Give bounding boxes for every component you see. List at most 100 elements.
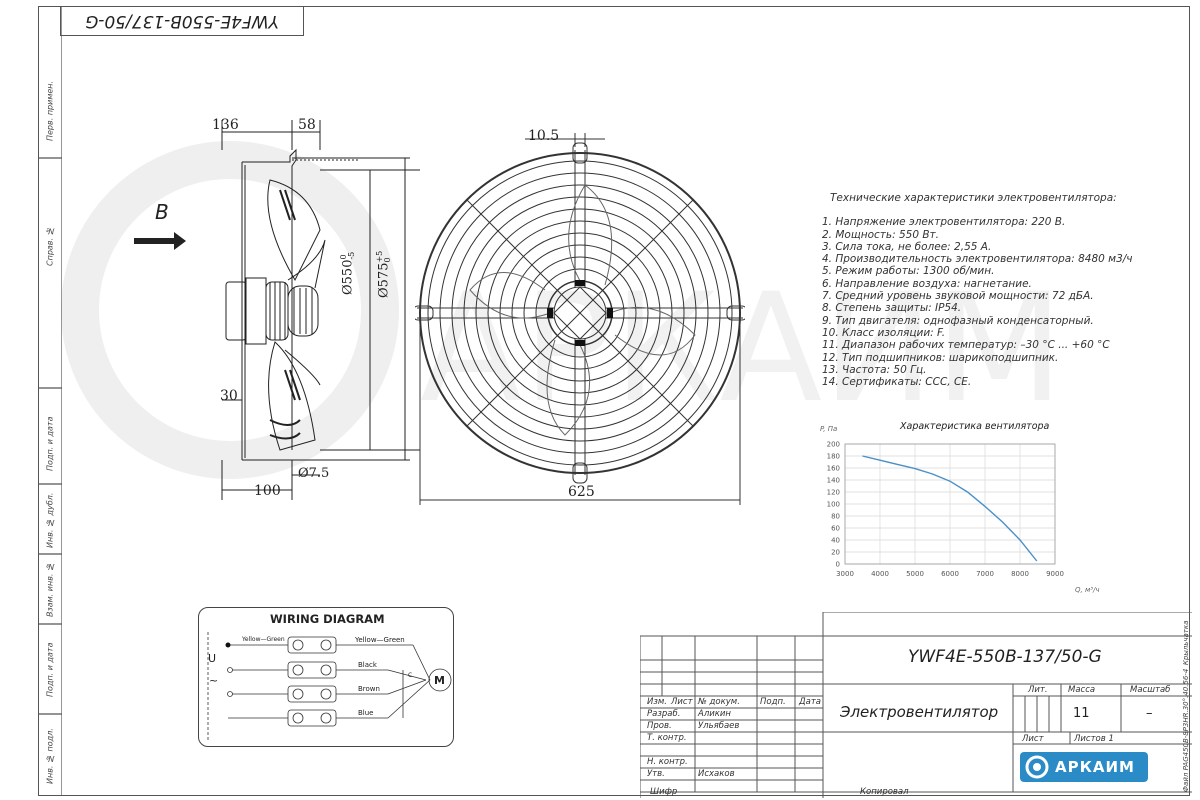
mass-label: Масса bbox=[1068, 685, 1096, 695]
chart-x-tick-label: 6000 bbox=[941, 570, 959, 578]
svg-text:АРКАИМ: АРКАИМ bbox=[420, 262, 1064, 436]
spec-item: 7. Средний уровень звуковой мощности: 72… bbox=[822, 290, 1094, 303]
left-sidebar: Перв. примен. Справ. № Подп. и дата Инв.… bbox=[38, 6, 62, 796]
chart-y-tick-label: 100 bbox=[827, 501, 840, 509]
wiring-title: WIRING DIAGRAM bbox=[270, 612, 385, 626]
wire-label-yg-right: Yellow—Green bbox=[355, 636, 405, 644]
spec-item: 6. Направление воздуха: нагнетание. bbox=[822, 277, 1032, 290]
chart-y-tick-label: 140 bbox=[827, 477, 840, 485]
company-logo: АРКАИМ bbox=[1020, 752, 1148, 782]
spec-item: 5. Режим работы: 1300 об/мин. bbox=[822, 265, 995, 278]
footer-copied: Копировал bbox=[860, 787, 909, 797]
col-izm: Изм. bbox=[647, 697, 667, 707]
chart-title: Характеристика вентилятора bbox=[900, 421, 1050, 432]
scale-label: Масштаб bbox=[1130, 685, 1171, 695]
row-role: Пров. bbox=[647, 721, 672, 731]
spec-item: 13. Частота: 50 Гц. bbox=[822, 363, 927, 376]
spec-item: 1. Напряжение электровентилятора: 220 В. bbox=[822, 216, 1066, 229]
title-designation: YWF4E-550B-137/50-G bbox=[908, 647, 1102, 667]
chart-x-tick-label: 9000 bbox=[1046, 570, 1064, 578]
spec-item: 11. Диапазон рабочих температур: –30 °С … bbox=[822, 339, 1110, 352]
row-name: Исхаков bbox=[698, 769, 735, 779]
row-name: Аликин bbox=[698, 709, 731, 719]
sidebar-label-first-use: Перв. примен. bbox=[45, 80, 55, 142]
logo-icon bbox=[1025, 755, 1049, 779]
mass-value: 11 bbox=[1073, 706, 1090, 721]
top-designation: YWF4E-550B-137/50-G bbox=[60, 6, 304, 36]
sidebar-label-replace-inv: Взам. инв. № bbox=[45, 562, 55, 618]
chart-y-tick-label: 160 bbox=[827, 465, 840, 473]
scale-value: – bbox=[1146, 706, 1153, 721]
sheets-label: Листов 1 bbox=[1074, 734, 1114, 744]
title-name: Электровентилятор bbox=[840, 703, 999, 721]
dim-30: 30 bbox=[220, 388, 238, 404]
motor-label: M bbox=[434, 674, 445, 687]
lit-label: Лит. bbox=[1028, 685, 1048, 695]
file-label: Файл PAG450B-8P3HR.30°.40.56-4_Крыльчатк… bbox=[1182, 620, 1190, 792]
fan-side-view bbox=[134, 120, 420, 500]
chart-x-tick-label: 7000 bbox=[976, 570, 994, 578]
dim-136: 136 bbox=[212, 117, 239, 133]
row-role: Н. контр. bbox=[647, 757, 688, 767]
capacitor-label: C bbox=[408, 672, 413, 679]
row-role: Утв. bbox=[647, 769, 665, 779]
dim-58: 58 bbox=[298, 117, 316, 133]
spec-list: Технические характеристики электровентил… bbox=[822, 192, 1133, 388]
airflow-arrow-icon bbox=[134, 232, 186, 250]
wire-label-brown: Brown bbox=[358, 685, 380, 693]
spec-item: 4. Производительность электровентилятора… bbox=[822, 253, 1133, 266]
spec-item: 10. Класс изоляции: F. bbox=[822, 326, 946, 339]
row-name: Ульябаев bbox=[698, 721, 740, 731]
fan-front-view bbox=[415, 133, 745, 505]
chart-xlabel: Q, м³/ч bbox=[1075, 586, 1100, 594]
col-doc: № докум. bbox=[698, 697, 740, 707]
spec-item: 12. Тип подшипников: шарикоподшипник. bbox=[822, 351, 1059, 364]
airflow-label: B bbox=[155, 200, 169, 224]
drawing-frame bbox=[38, 6, 1190, 796]
wire-label-yg-left: Yellow—Green bbox=[242, 636, 285, 643]
spec-item: 8. Степень защиты: IP54. bbox=[822, 302, 962, 315]
sidebar-label-dup-inv: Инв. № дубл. bbox=[45, 492, 55, 548]
wire-label-black: Black bbox=[358, 661, 377, 669]
chart-x-tick-label: 3000 bbox=[836, 570, 854, 578]
chart-y-tick-label: 180 bbox=[827, 453, 840, 461]
sidebar-label-sign-date-2: Подп. и дата bbox=[45, 642, 55, 698]
supply-u: U bbox=[208, 652, 217, 665]
spec-item: 14. Сертификаты: CCC, CE. bbox=[822, 376, 972, 389]
spec-item: 9. Тип двигателя: однофазный конденсатор… bbox=[822, 314, 1094, 327]
chart-y-tick-label: 200 bbox=[827, 441, 840, 449]
supply-ac: ~ bbox=[209, 674, 219, 687]
chart-y-tick-label: 80 bbox=[831, 513, 840, 521]
sidebar-label-sign-date-1: Подп. и дата bbox=[45, 416, 55, 472]
title-block-grid bbox=[640, 612, 1192, 798]
chart-plot-area bbox=[844, 443, 1056, 565]
col-date: Дата bbox=[799, 697, 822, 707]
sheet-label: Лист bbox=[1022, 734, 1044, 744]
chart-y-tick-label: 60 bbox=[831, 525, 840, 533]
chart-y-tick-label: 120 bbox=[827, 489, 840, 497]
dim-625: 625 bbox=[568, 484, 595, 500]
chart-ylabel: P, Па bbox=[820, 425, 838, 433]
spec-heading: Технические характеристики электровентил… bbox=[830, 192, 1117, 204]
col-list: Лист bbox=[671, 697, 693, 707]
logo-text: АРКАИМ bbox=[1055, 758, 1135, 776]
chart-x-tick-label: 5000 bbox=[906, 570, 924, 578]
spec-item: 2. Мощность: 550 Вт. bbox=[822, 228, 940, 241]
chart-y-tick-label: 20 bbox=[831, 549, 840, 557]
chart-x-tick-label: 8000 bbox=[1011, 570, 1029, 578]
dim-100: 100 bbox=[254, 483, 281, 499]
dim-bolt: Ø7.5 bbox=[298, 466, 330, 481]
col-sign: Подп. bbox=[760, 697, 786, 707]
wiring-diagram bbox=[198, 607, 454, 747]
footer-cipher: Шифр bbox=[650, 787, 678, 797]
row-role: Разраб. bbox=[647, 709, 681, 719]
wire-label-blue: Blue bbox=[358, 709, 374, 717]
sidebar-label-orig-inv: Инв. № подл. bbox=[45, 728, 55, 784]
chart-x-tick-label: 4000 bbox=[871, 570, 889, 578]
spec-item: 3. Сила тока, не более: 2,55 А. bbox=[822, 240, 992, 253]
dim-10-5: 10.5 bbox=[528, 128, 560, 144]
